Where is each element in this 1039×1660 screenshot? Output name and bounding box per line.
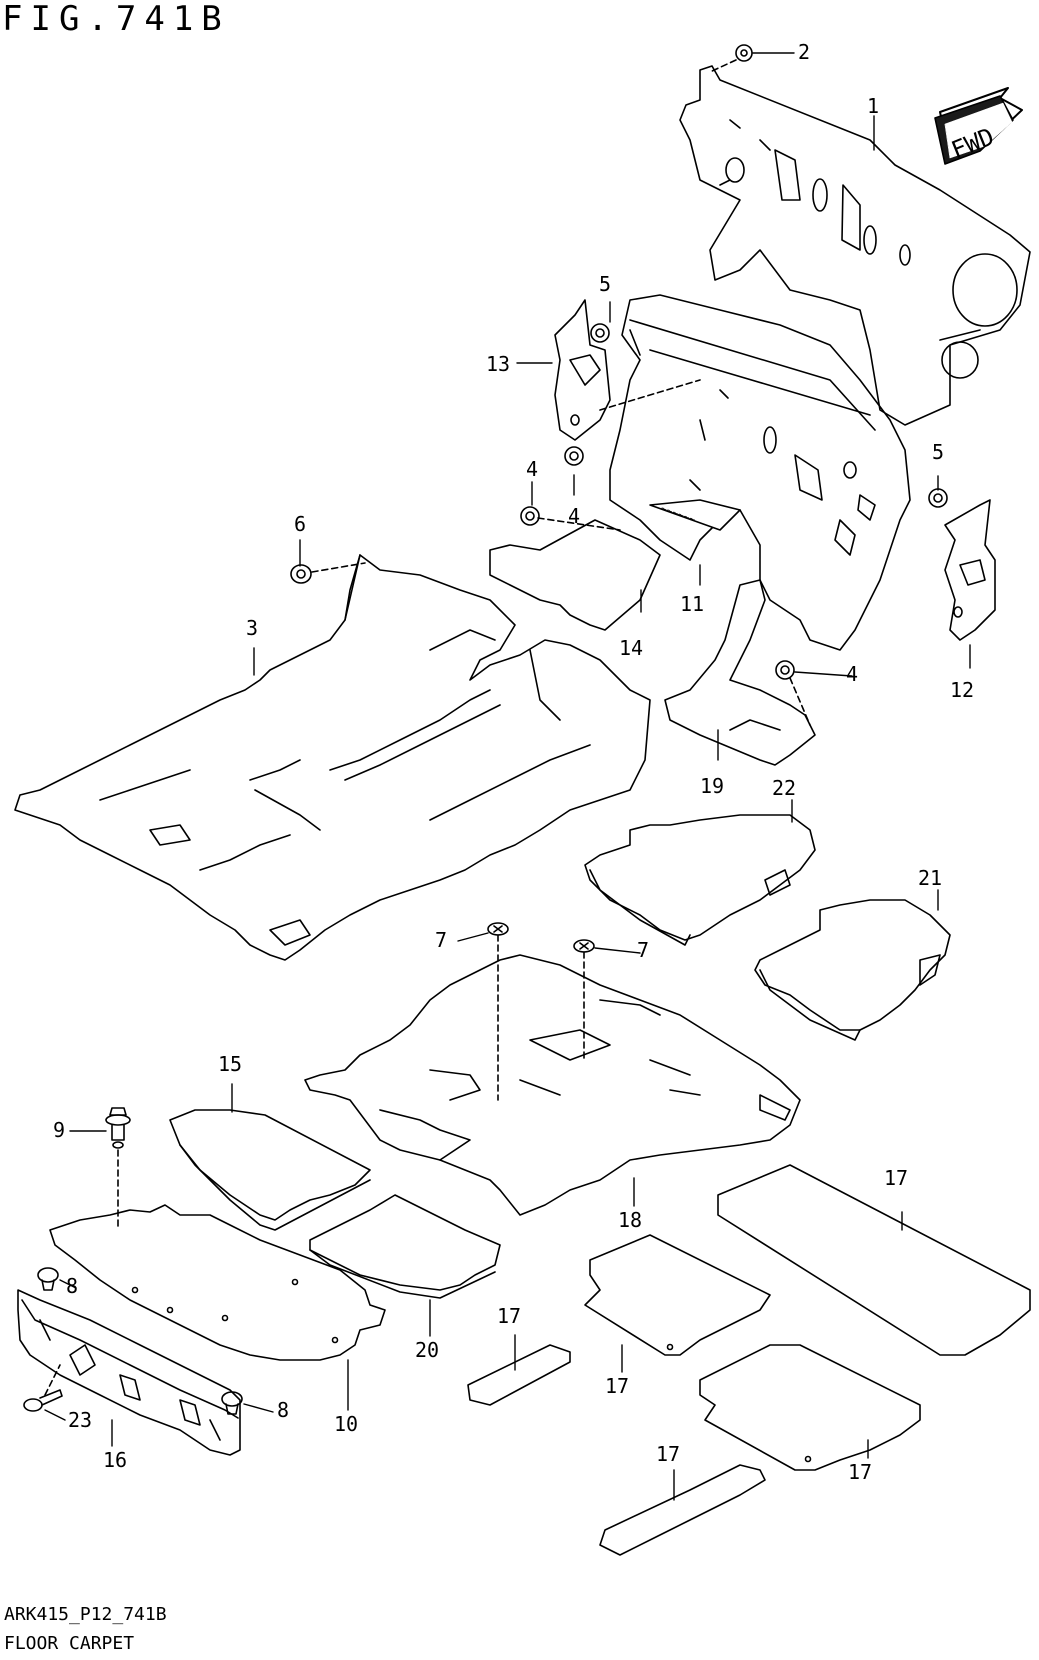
callout-15: 15: [218, 1052, 243, 1076]
part-16-rear-trim: [17, 1289, 241, 1456]
callout-14: 14: [619, 636, 644, 660]
callout-12: 12: [950, 678, 975, 702]
callout-9: 9: [53, 1118, 66, 1142]
part-17-mats: [467, 1164, 1031, 1556]
part-3-front-carpet: [14, 554, 651, 961]
part-1-dash-silencer: [679, 65, 1031, 426]
callout-8a: 8: [66, 1274, 79, 1298]
callout-6: 6: [294, 512, 307, 536]
part-18-rear-carpet: [304, 954, 801, 1216]
callout-17a: 17: [884, 1166, 909, 1190]
part-9-push-fastener: [105, 1107, 131, 1231]
callout-4a: 4: [526, 457, 539, 481]
part-13-side-insulator: [554, 299, 611, 441]
callout-19: 19: [700, 774, 725, 798]
part-20-mat: [309, 1194, 501, 1299]
callout-23: 23: [68, 1408, 93, 1432]
callout-20: 20: [415, 1338, 440, 1362]
figure-title: FIG.741B: [2, 0, 230, 39]
part-12-side-insulator: [944, 499, 996, 641]
callout-7a: 7: [435, 928, 448, 952]
fwd-arrow-icon: FWD: [934, 87, 1023, 165]
callout-3: 3: [246, 616, 259, 640]
callout-17b: 17: [497, 1304, 522, 1328]
part-22-storage-box: [584, 814, 816, 946]
part-6-clip: [290, 562, 366, 584]
callout-2: 2: [798, 40, 811, 64]
callout-21: 21: [918, 866, 943, 890]
callout-4c: 4: [846, 662, 859, 686]
callout-11: 11: [680, 592, 705, 616]
callout-5a: 5: [599, 272, 612, 296]
leader-lines: [44, 52, 971, 1501]
callout-5b: 5: [932, 440, 945, 464]
callout-7b: 7: [637, 938, 650, 962]
callout-17c: 17: [605, 1374, 630, 1398]
callout-1: 1: [867, 94, 880, 118]
part-10-trunk-floor: [49, 1204, 386, 1361]
callout-8b: 8: [277, 1398, 290, 1422]
callout-18: 18: [618, 1208, 643, 1232]
part-15-mat: [169, 1109, 371, 1231]
callout-4b: 4: [568, 504, 581, 528]
part-19-tunnel-pad: [664, 579, 816, 766]
figure-code: ARK415_P12_741B: [4, 1604, 167, 1625]
callout-13: 13: [486, 352, 511, 376]
part-23-screw: [23, 1364, 63, 1412]
callout-17d: 17: [848, 1460, 873, 1484]
part-2-clip: [709, 44, 753, 73]
callout-22: 22: [772, 776, 797, 800]
figure-name: FLOOR CARPET: [4, 1633, 135, 1654]
part-7-clip: [487, 922, 595, 1101]
callout-10: 10: [334, 1412, 359, 1436]
callout-16: 16: [103, 1448, 128, 1472]
part-11-dash-insulator: ~~~~~~: [599, 294, 911, 651]
part-14-pad: [489, 519, 661, 631]
part-21-storage-box: [754, 899, 951, 1041]
callout-17e: 17: [656, 1442, 681, 1466]
